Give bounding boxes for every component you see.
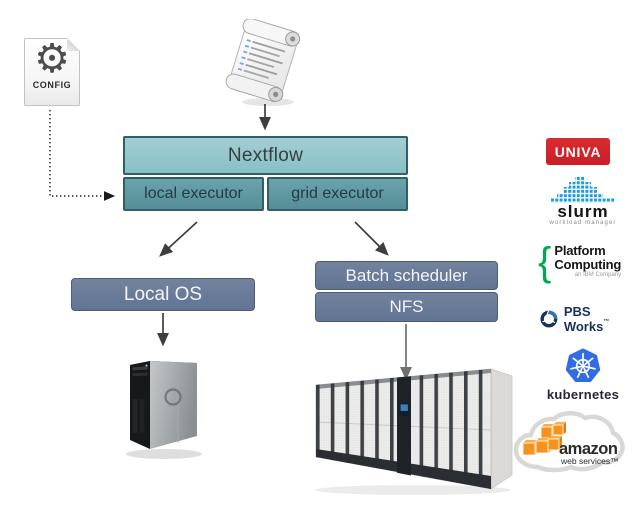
- page-fold-corner: [67, 38, 80, 51]
- pbs-works-text: PBS Works: [563, 304, 604, 334]
- univa-logo-text: UNIVA: [554, 143, 602, 160]
- platform-computing-logo: { Platform Computing an IBM Company: [538, 240, 630, 284]
- univa-logo: UNIVA: [546, 138, 610, 165]
- slurm-logo: slurm workload manager: [541, 177, 625, 226]
- slurm-dots-icon: [551, 177, 615, 203]
- aws-logo: amazon web services™: [508, 410, 628, 481]
- platform-line2: Computing: [554, 256, 622, 272]
- local-executor-label: local executor: [144, 185, 243, 202]
- grid-executor-label: grid executor: [291, 185, 384, 202]
- local-executor-box: local executor: [123, 177, 264, 211]
- batch-scheduler-box: Batch scheduler: [315, 261, 498, 290]
- cluster-image: [315, 368, 513, 495]
- arrow-config-to-local-executor: [49, 110, 116, 201]
- aws-parcel-boxes: [522, 422, 566, 456]
- kubernetes-logo: kubernetes: [541, 348, 625, 402]
- aws-cloud-icon: amazon web services™: [513, 411, 625, 473]
- gear-icon: ⚙: [34, 37, 70, 81]
- pbs-trademark: ™: [603, 319, 610, 325]
- batch-scheduler-label: Batch scheduler: [345, 265, 468, 285]
- pbs-swirl-icon: [540, 309, 558, 328]
- slurm-logo-text: slurm: [557, 202, 609, 221]
- script-scroll-icon: [225, 19, 301, 106]
- nextflow-block: Nextflow local executor grid executor: [123, 136, 408, 211]
- nfs-box: NFS: [315, 292, 498, 322]
- script-text-lines: [237, 39, 286, 79]
- aws-amazon-text: amazon: [559, 440, 618, 458]
- local-os-label: Local OS: [123, 283, 203, 305]
- arrow-local-executor-to-local-os: [159, 221, 198, 257]
- config-file-label: CONFIG: [32, 80, 72, 90]
- nextflow-title: Nextflow: [227, 144, 304, 166]
- nextflow-title-box: Nextflow: [123, 136, 408, 175]
- grid-executor-box: grid executor: [267, 177, 408, 211]
- workstation-image: [126, 361, 202, 459]
- arrow-grid-executor-to-batch-scheduler: [354, 221, 389, 256]
- config-file-icon: ⚙ CONFIG: [24, 38, 80, 106]
- pbs-works-logo: PBS Works™: [539, 304, 639, 334]
- aws-webservices-text: web services™: [560, 456, 619, 466]
- hp-logo-icon: [164, 388, 182, 406]
- platform-tagline: an IBM Company: [574, 272, 622, 278]
- kubernetes-logo-text: kubernetes: [546, 387, 620, 402]
- platform-line1: Platform: [554, 243, 606, 258]
- nfs-label: NFS: [389, 297, 424, 316]
- curly-brace-icon: {: [538, 240, 552, 284]
- cluster-control-column: [397, 376, 411, 476]
- kubernetes-helm-icon: [565, 348, 601, 383]
- local-os-box: Local OS: [71, 278, 255, 311]
- slurm-tagline: workload manager: [549, 220, 617, 226]
